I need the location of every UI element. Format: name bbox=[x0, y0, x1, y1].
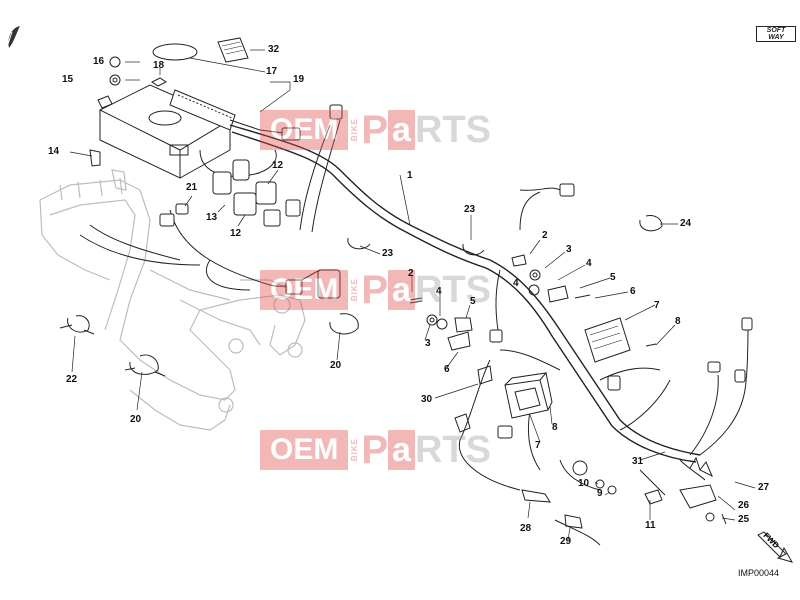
callout-6-b: 6 bbox=[444, 364, 450, 375]
callout-2-b: 2 bbox=[408, 268, 414, 279]
callout-24: 24 bbox=[680, 218, 692, 229]
callout-20-a: 20 bbox=[330, 360, 342, 371]
branch-wires bbox=[79, 119, 749, 546]
sensor-14 bbox=[89, 149, 101, 167]
callout-25: 25 bbox=[738, 514, 750, 525]
connectors bbox=[159, 104, 753, 439]
frame bbox=[39, 169, 306, 431]
callout-12-a: 12 bbox=[272, 160, 284, 171]
callout-28: 28 bbox=[520, 523, 532, 534]
hardware bbox=[409, 254, 727, 525]
callout-31: 31 bbox=[632, 456, 644, 467]
callout-22: 22 bbox=[66, 374, 78, 385]
fwd-arrow bbox=[757, 531, 794, 563]
callout-17: 17 bbox=[266, 66, 278, 77]
callout-19: 19 bbox=[293, 74, 305, 85]
callout-5-a: 5 bbox=[610, 272, 616, 283]
callout-15: 15 bbox=[62, 74, 74, 85]
ecu-unit bbox=[97, 84, 232, 179]
callout-23-a: 23 bbox=[464, 204, 476, 215]
cap bbox=[152, 43, 198, 61]
label-sticker bbox=[217, 37, 249, 63]
callout-1: 1 bbox=[407, 170, 413, 181]
callout-32: 32 bbox=[268, 44, 280, 55]
callout-27: 27 bbox=[758, 482, 770, 493]
callout-4-b: 4 bbox=[513, 278, 519, 289]
callout-6-a: 6 bbox=[630, 286, 636, 297]
callout-3-a: 3 bbox=[566, 244, 572, 255]
callout-20-b: 20 bbox=[130, 414, 142, 425]
callout-7-a: 7 bbox=[654, 300, 660, 311]
callout-23-b: 23 bbox=[382, 248, 394, 259]
callout-11: 11 bbox=[645, 520, 656, 531]
callout-18: 18 bbox=[153, 60, 165, 71]
callout-9: 9 bbox=[597, 488, 603, 499]
callout-14: 14 bbox=[48, 146, 60, 157]
ignition-coil bbox=[504, 372, 553, 419]
main-harness bbox=[229, 124, 701, 463]
callout-10: 10 bbox=[578, 478, 590, 489]
callout-12-b: 12 bbox=[230, 228, 242, 239]
clamps bbox=[59, 215, 663, 377]
callout-16: 16 bbox=[93, 56, 105, 67]
control-unit bbox=[584, 317, 631, 363]
callout-4-a: 4 bbox=[586, 258, 592, 269]
callout-8-b: 8 bbox=[552, 422, 558, 433]
callout-13: 13 bbox=[206, 212, 218, 223]
callout-21: 21 bbox=[186, 182, 198, 193]
callout-4-c: 4 bbox=[436, 286, 442, 297]
callout-7-b: 7 bbox=[535, 440, 541, 451]
callout-29: 29 bbox=[560, 536, 572, 547]
callout-3-b: 3 bbox=[425, 338, 431, 349]
callout-26: 26 bbox=[738, 500, 750, 511]
corner-mark bbox=[7, 26, 20, 48]
sensors bbox=[454, 365, 717, 529]
leader-lines bbox=[69, 49, 756, 541]
callout-2-a: 2 bbox=[542, 230, 548, 241]
image-code: IMP00044 bbox=[738, 568, 780, 578]
callout-30: 30 bbox=[421, 394, 433, 405]
callout-5-b: 5 bbox=[470, 296, 476, 307]
callout-8-a: 8 bbox=[675, 316, 681, 327]
